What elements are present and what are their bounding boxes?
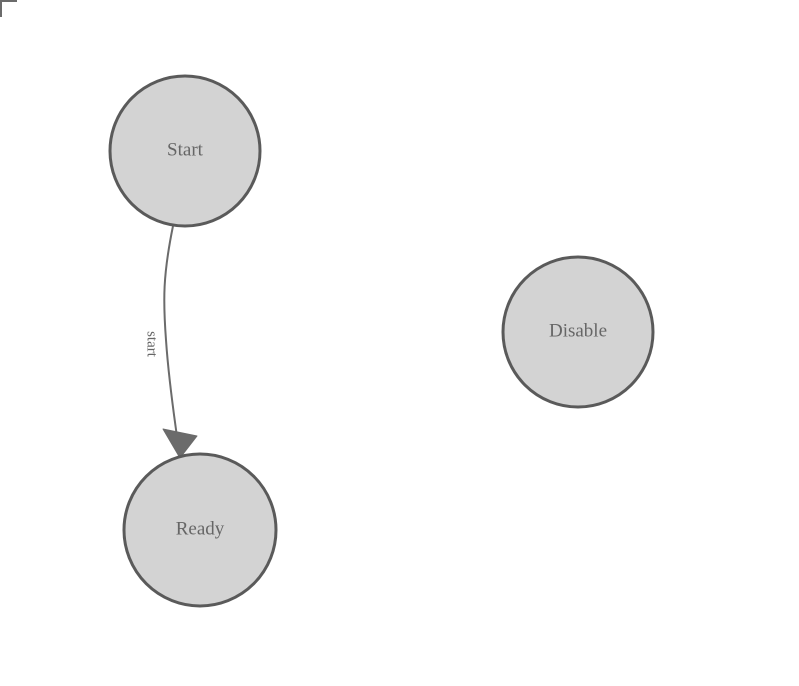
node-ready[interactable]: Ready xyxy=(122,452,278,608)
node-ready-circle[interactable] xyxy=(122,452,278,608)
node-ready-label: Ready xyxy=(176,518,225,539)
canvas-corner-mark-icon xyxy=(0,0,17,17)
edge-label-start: start xyxy=(144,331,160,358)
node-start-circle[interactable] xyxy=(108,74,262,228)
node-start-label: Start xyxy=(167,139,204,160)
node-disable-label: Disable xyxy=(549,320,607,341)
edge-line xyxy=(163,225,180,453)
arrowhead-icon xyxy=(162,428,198,459)
node-disable-circle[interactable] xyxy=(501,255,655,409)
edge-start-to-ready[interactable]: start xyxy=(144,225,198,459)
node-start[interactable]: Start xyxy=(108,74,262,228)
node-disable[interactable]: Disable xyxy=(501,255,655,409)
